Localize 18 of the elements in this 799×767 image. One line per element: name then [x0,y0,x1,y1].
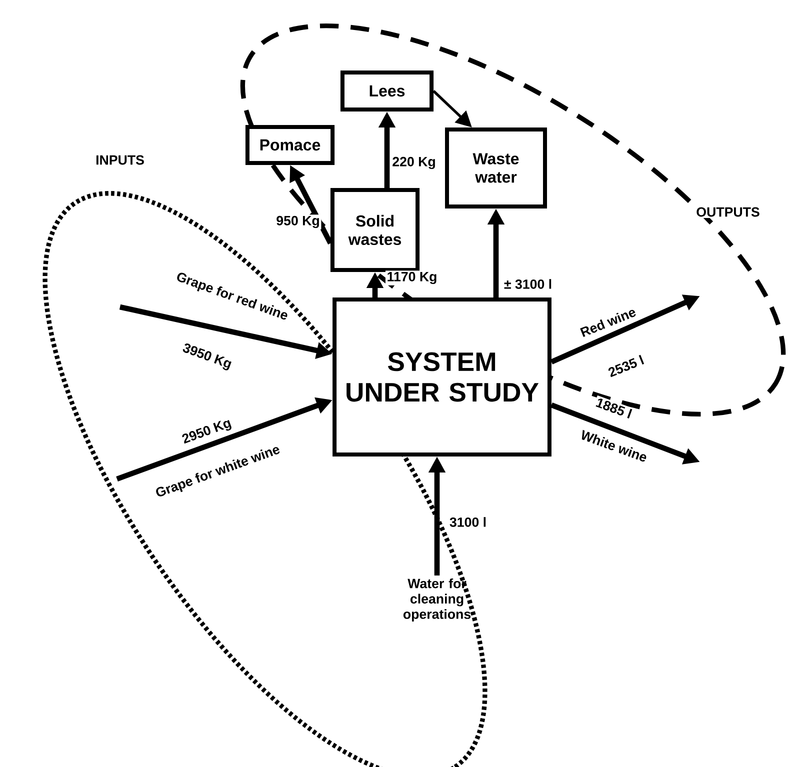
edge-label: Grape for red wine [172,269,292,325]
edge-label: 220 Kg [390,156,438,170]
quantity-label: 2535 l [605,352,647,380]
process-box: Waste water [445,127,547,209]
quantity-label: 3950 Kg [179,340,235,374]
edge-label: 950 Kg [274,214,322,230]
process-box: Lees [340,70,434,112]
process-box: Pomace [245,125,335,165]
region-label: OUTPUTS [694,206,762,218]
edge-label: ± 3100 l [502,278,554,290]
process-box: SYSTEM UNDER STUDY [332,298,552,456]
edge-label: Red wine [577,304,639,340]
region-label: INPUTS [94,154,146,166]
edge-label: White wine [578,428,650,464]
quantity-label: 1885 l [593,395,635,421]
edge-label: 1170 Kg [385,270,439,286]
process-box: Solid wastes [330,188,420,272]
edge-label: 3100 l [448,516,488,528]
